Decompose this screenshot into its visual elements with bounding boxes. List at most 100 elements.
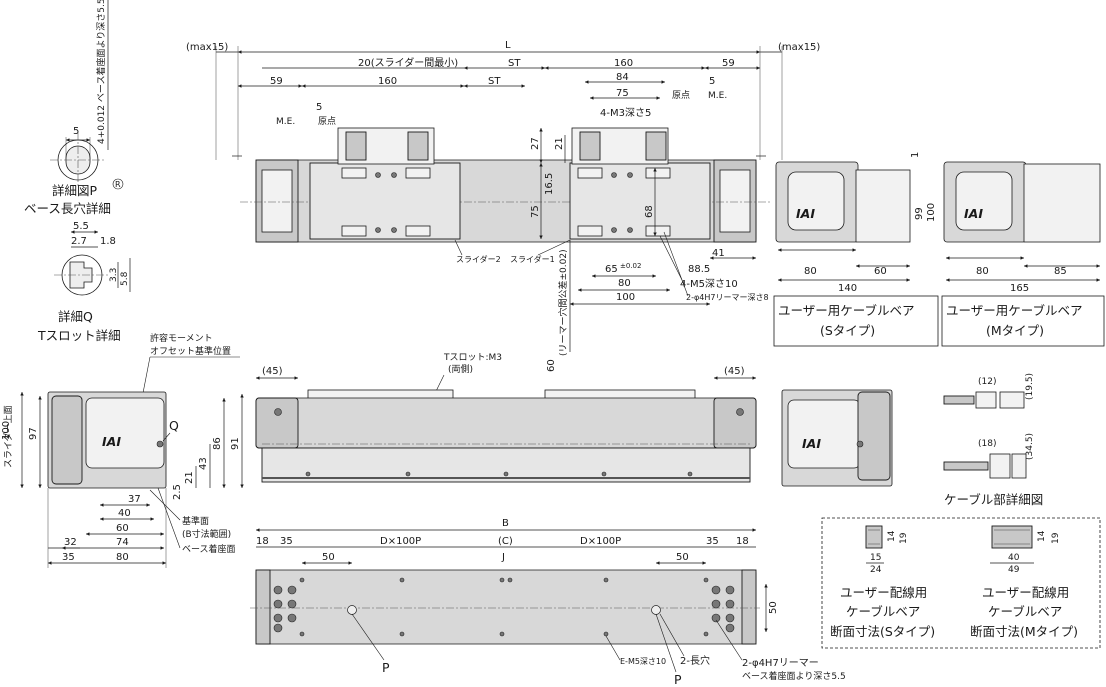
svg-text:140: 140 <box>838 283 857 294</box>
bottom-view: B 18 35 D×100P (C) D×100P 35 18 50 J 50 … <box>250 518 846 687</box>
svg-text:±0.02: ±0.02 <box>620 262 641 270</box>
svg-text:50: 50 <box>676 552 689 563</box>
detail-q-sub: Tスロット詳細 <box>37 328 121 343</box>
svg-text:68: 68 <box>644 205 655 218</box>
svg-text:50: 50 <box>322 552 335 563</box>
svg-text:M.E.: M.E. <box>276 117 295 127</box>
svg-text:(max15): (max15) <box>186 42 228 53</box>
svg-text:65: 65 <box>605 264 618 275</box>
svg-text:原点: 原点 <box>672 90 690 101</box>
svg-text:27: 27 <box>530 137 541 150</box>
svg-text:5: 5 <box>316 102 322 113</box>
svg-text:75: 75 <box>616 88 629 99</box>
svg-text:5.8: 5.8 <box>120 271 130 286</box>
svg-text:4-M3深さ5: 4-M3深さ5 <box>600 107 651 119</box>
svg-text:165: 165 <box>1010 283 1029 294</box>
svg-text:3.3: 3.3 <box>109 268 119 282</box>
detail-p-tol: 4+0.012 ベース着座面より深さ5.5 <box>95 0 107 144</box>
svg-text:35: 35 <box>62 552 75 563</box>
svg-text:(45): (45) <box>724 366 745 377</box>
svg-text:1: 1 <box>910 152 921 158</box>
dim-B: B <box>502 518 509 529</box>
svg-text:(max15): (max15) <box>778 42 820 53</box>
svg-text:16.5: 16.5 <box>544 173 555 195</box>
svg-text:50: 50 <box>768 601 779 614</box>
svg-text:41: 41 <box>712 248 725 259</box>
svg-text:(B寸法範囲): (B寸法範囲) <box>182 528 231 540</box>
svg-text:ベース着座面: ベース着座面 <box>182 543 236 555</box>
svg-text:(Mタイプ): (Mタイプ) <box>986 323 1044 338</box>
svg-text:19: 19 <box>899 532 909 544</box>
svg-text:37: 37 <box>128 494 141 505</box>
svg-text:86: 86 <box>212 437 223 450</box>
detail-p-r: R <box>115 180 121 189</box>
svg-text:20(スライダー間最小): 20(スライダー間最小) <box>358 56 458 69</box>
svg-text:84: 84 <box>616 72 629 83</box>
svg-text:E-M5深さ10: E-M5深さ10 <box>620 657 666 666</box>
svg-text:J: J <box>501 552 505 563</box>
svg-text:1.8: 1.8 <box>100 236 116 247</box>
detail-q-callout: Q <box>169 418 179 433</box>
svg-text:5.5: 5.5 <box>73 221 89 232</box>
svg-text:IAI: IAI <box>802 436 821 451</box>
svg-text:19: 19 <box>1051 532 1061 544</box>
top-view: (max15) (max15) L 20(スライダー間最小) ST 160 59… <box>186 40 820 372</box>
svg-text:80: 80 <box>116 552 129 563</box>
svg-text:5: 5 <box>709 76 715 87</box>
svg-text:(34.5): (34.5) <box>1025 433 1035 460</box>
svg-text:(C): (C) <box>498 536 513 547</box>
svg-text:(19.5): (19.5) <box>1025 373 1035 400</box>
svg-text:断面寸法(Mタイプ): 断面寸法(Mタイプ) <box>970 624 1078 639</box>
svg-text:ユーザー配線用: ユーザー配線用 <box>840 585 927 600</box>
svg-text:断面寸法(Sタイプ): 断面寸法(Sタイプ) <box>830 624 935 639</box>
detail-p-title: 詳細図P <box>52 183 98 198</box>
svg-text:60: 60 <box>874 266 887 277</box>
svg-text:100: 100 <box>616 292 635 303</box>
svg-text:14: 14 <box>887 530 897 542</box>
cable-sections: 15 24 14 19 ユーザー配線用 ケーブルベア 断面寸法(Sタイプ) 40… <box>821 517 1101 649</box>
svg-text:100: 100 <box>926 203 937 222</box>
cable-top-m: IAI 80 85 165 ユーザー用ケーブルベア (Mタイプ) <box>941 161 1105 347</box>
svg-text:18: 18 <box>736 536 749 547</box>
slider-2 <box>309 162 461 240</box>
svg-text:原点: 原点 <box>318 116 336 127</box>
svg-text:ケーブルベア: ケーブルベア <box>846 604 920 619</box>
svg-text:IAI: IAI <box>102 434 121 449</box>
detail-p: 5 4+0.012 ベース着座面より深さ5.5 R 詳細図P ベース長穴詳細 <box>24 0 124 216</box>
svg-text:80: 80 <box>618 278 631 289</box>
svg-text:2-長穴: 2-長穴 <box>680 654 710 667</box>
svg-text:IAI: IAI <box>964 206 983 221</box>
actuator-bottom <box>255 569 757 645</box>
svg-text:4-M5深さ10: 4-M5深さ10 <box>680 278 738 290</box>
svg-text:(Sタイプ): (Sタイプ) <box>820 323 875 338</box>
svg-text:ケーブル部詳細図: ケーブル部詳細図 <box>944 492 1043 507</box>
detail-q-title: 詳細Q <box>58 309 93 324</box>
end-view: 許容モーメント オフセット基準位置 IAI Q スライダー上面 100 97 8… <box>1 332 244 568</box>
svg-text:2.7: 2.7 <box>71 236 87 247</box>
svg-text:160: 160 <box>614 58 633 69</box>
svg-text:21: 21 <box>554 137 565 150</box>
cable-detail: (12) (19.5) (18) (34.5) ケーブル部詳細図 <box>943 373 1043 507</box>
actuator-base-side <box>261 447 751 483</box>
end-view-right: IAI <box>781 389 893 487</box>
svg-text:ユーザー用ケーブルベア: ユーザー用ケーブルベア <box>778 303 915 318</box>
svg-text:ユーザー配線用: ユーザー配線用 <box>982 585 1069 600</box>
svg-text:(リーマー穴間公差±0.02): (リーマー穴間公差±0.02) <box>557 249 569 356</box>
svg-text:D×100P: D×100P <box>580 536 621 547</box>
svg-text:85: 85 <box>1054 266 1067 277</box>
detail-p-callout-2: P <box>674 672 682 687</box>
svg-text:オフセット基準位置: オフセット基準位置 <box>150 345 231 357</box>
svg-text:スライダー上面: スライダー上面 <box>2 405 14 468</box>
svg-text:ST: ST <box>488 76 501 87</box>
svg-text:スライダー1: スライダー1 <box>510 254 555 264</box>
svg-text:M.E.: M.E. <box>708 91 727 101</box>
svg-text:18: 18 <box>256 536 269 547</box>
detail-q: 5.5 2.7 1.8 3.3 5.8 詳細Q Tスロット詳細 <box>37 221 131 343</box>
svg-text:32: 32 <box>64 537 77 548</box>
svg-text:2-φ4H7リーマー: 2-φ4H7リーマー <box>742 658 819 669</box>
svg-text:88.5: 88.5 <box>688 264 710 275</box>
svg-text:160: 160 <box>378 76 397 87</box>
svg-text:(両側): (両側) <box>448 363 473 375</box>
svg-text:21: 21 <box>184 471 195 484</box>
svg-text:許容モーメント: 許容モーメント <box>150 332 213 344</box>
